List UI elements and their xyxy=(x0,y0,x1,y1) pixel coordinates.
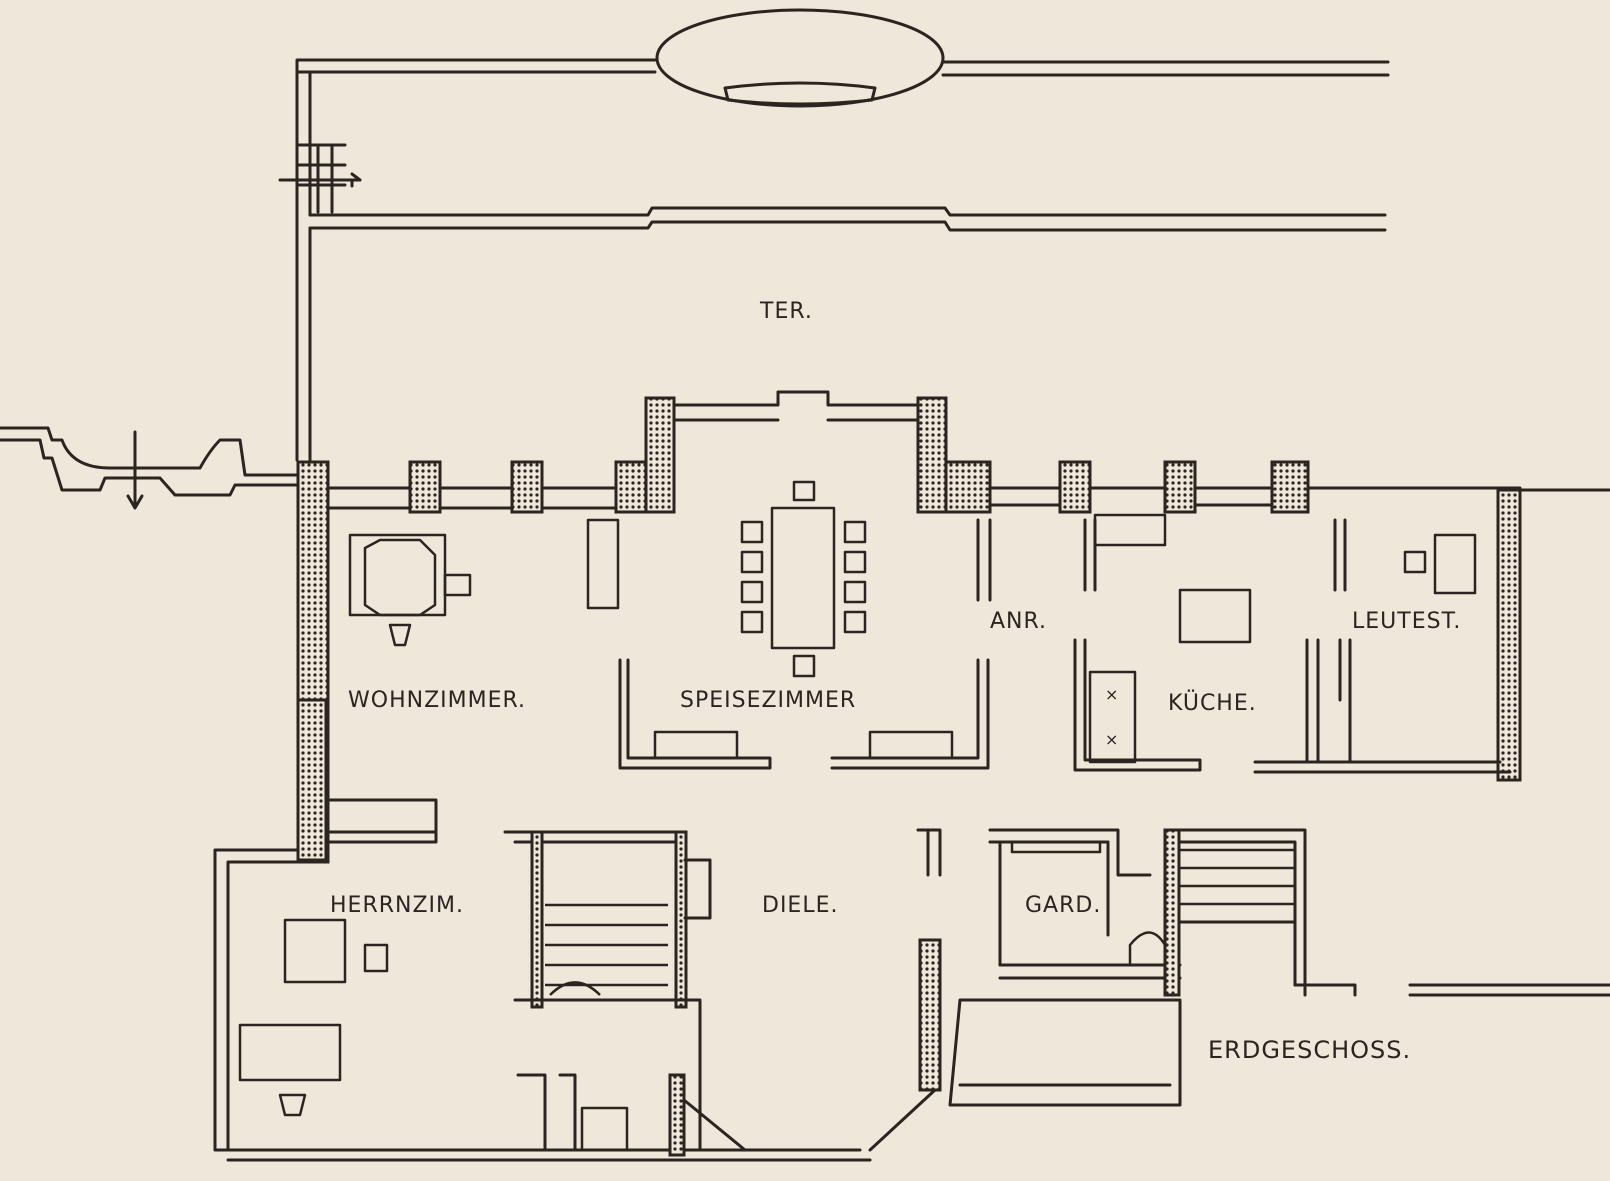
furniture: × × xyxy=(238,480,1477,1152)
house-walls xyxy=(213,390,1610,1162)
garden-steps xyxy=(0,426,299,510)
label-diele: DIELE. xyxy=(762,893,838,918)
dining-table xyxy=(770,506,836,650)
label-leutestube: LEUTEST. xyxy=(1352,609,1461,634)
label-anrichte: ANR. xyxy=(990,609,1047,634)
label-terrace: TER. xyxy=(759,299,813,324)
terrace-boundary xyxy=(278,8,1390,462)
label-herrenzimmer: HERRNZIM. xyxy=(330,893,464,918)
room-labels: TER. WOHNZIMMER. SPEISEZIMMER ANR. KÜCHE… xyxy=(330,299,1461,1064)
svg-text:×: × xyxy=(1105,730,1119,749)
label-garderobe: GARD. xyxy=(1025,893,1101,918)
label-kueche: KÜCHE. xyxy=(1168,690,1257,716)
label-wohnzimmer: WOHNZIMMER. xyxy=(348,688,526,713)
label-speisezimmer: SPEISEZIMMER xyxy=(680,688,856,713)
svg-text:×: × xyxy=(1105,685,1119,704)
plan-title: ERDGESCHOSS. xyxy=(1208,1036,1411,1064)
